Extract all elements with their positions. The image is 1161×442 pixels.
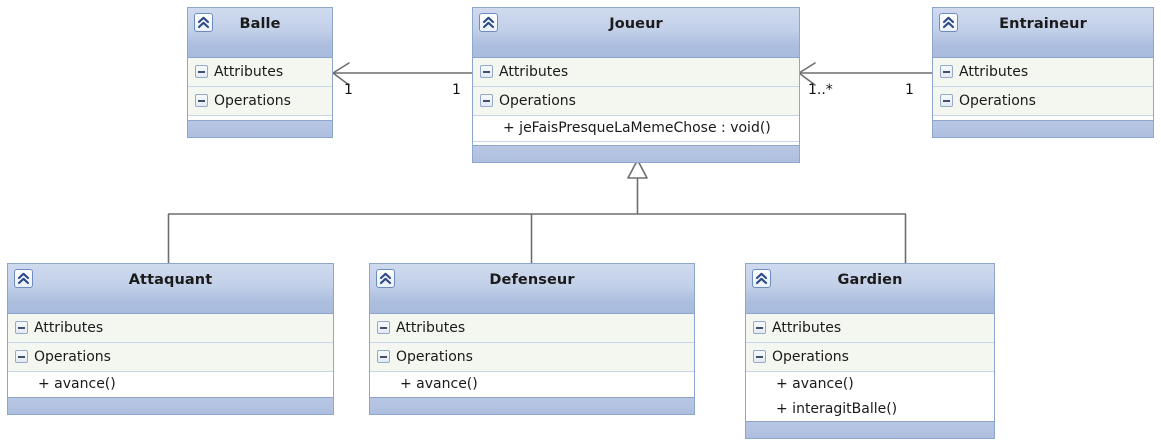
multiplicity-entraineur-side: 1: [905, 82, 914, 98]
class-chevron-icon: [194, 13, 213, 32]
class-header-attaquant: Attaquant: [8, 264, 333, 314]
operations-label: Operations: [34, 349, 111, 365]
collapse-minus-icon[interactable]: [377, 350, 390, 363]
operation-item[interactable]: + interagitBalle(): [746, 397, 994, 422]
class-chevron-icon: [376, 269, 395, 288]
class-chevron-icon: [752, 269, 771, 288]
collapse-minus-icon[interactable]: [480, 65, 493, 78]
operation-item[interactable]: + avance(): [8, 372, 333, 397]
operation-list-gardien: + avance() + interagitBalle(): [746, 372, 994, 423]
attributes-label: Attributes: [34, 320, 104, 336]
class-box-entraineur[interactable]: Entraineur Attributes Operations: [932, 7, 1154, 138]
class-footer-defenseur: [370, 397, 694, 414]
compartment-operations-entraineur[interactable]: Operations: [933, 87, 1153, 116]
class-box-joueur[interactable]: Joueur Attributes Operations + jeFaisPre…: [472, 7, 800, 163]
class-box-defenseur[interactable]: Defenseur Attributes Operations + avance…: [369, 263, 695, 415]
class-chevron-icon: [939, 13, 958, 32]
class-footer-entraineur: [933, 120, 1153, 137]
class-chevron-icon: [479, 13, 498, 32]
operations-label: Operations: [772, 349, 849, 365]
class-name-entraineur: Entraineur: [999, 16, 1087, 32]
class-box-gardien[interactable]: Gardien Attributes Operations + avance()…: [745, 263, 995, 439]
multiplicity-joueur-left-side: 1: [452, 82, 461, 98]
class-header-entraineur: Entraineur: [933, 8, 1153, 58]
compartment-operations-attaquant[interactable]: Operations: [8, 343, 333, 372]
class-name-balle: Balle: [239, 16, 281, 32]
compartment-attributes-joueur[interactable]: Attributes: [473, 58, 799, 87]
class-name-attaquant: Attaquant: [128, 272, 213, 288]
compartment-operations-defenseur[interactable]: Operations: [370, 343, 694, 372]
generalization-tree[interactable]: [167, 159, 907, 263]
operations-label: Operations: [959, 93, 1036, 109]
class-chevron-icon: [14, 269, 33, 288]
class-header-gardien: Gardien: [746, 264, 994, 314]
class-footer-balle: [188, 120, 332, 137]
compartment-attributes-defenseur[interactable]: Attributes: [370, 314, 694, 343]
multiplicity-joueur-right-side: 1..*: [808, 82, 833, 98]
operation-item[interactable]: + jeFaisPresqueLaMemeChose : void(): [473, 116, 799, 141]
collapse-minus-icon[interactable]: [15, 350, 28, 363]
collapse-minus-icon[interactable]: [753, 321, 766, 334]
class-footer-gardien: [746, 421, 994, 438]
operations-label: Operations: [214, 93, 291, 109]
collapse-minus-icon[interactable]: [195, 65, 208, 78]
class-header-defenseur: Defenseur: [370, 264, 694, 314]
operation-item[interactable]: + avance(): [370, 372, 694, 397]
attributes-label: Attributes: [499, 64, 569, 80]
class-box-balle[interactable]: Balle Attributes Operations: [187, 7, 333, 138]
compartment-operations-joueur[interactable]: Operations: [473, 87, 799, 116]
association-joueur-balle[interactable]: [332, 62, 472, 86]
class-name-joueur: Joueur: [609, 16, 663, 32]
class-name-gardien: Gardien: [837, 272, 903, 288]
collapse-minus-icon[interactable]: [195, 94, 208, 107]
class-box-attaquant[interactable]: Attaquant Attributes Operations + avance…: [7, 263, 334, 415]
collapse-minus-icon[interactable]: [15, 321, 28, 334]
collapse-minus-icon[interactable]: [377, 321, 390, 334]
operations-label: Operations: [396, 349, 473, 365]
collapse-minus-icon[interactable]: [940, 65, 953, 78]
class-header-balle: Balle: [188, 8, 332, 58]
attributes-label: Attributes: [959, 64, 1029, 80]
attributes-label: Attributes: [396, 320, 466, 336]
collapse-minus-icon[interactable]: [480, 94, 493, 107]
class-name-defenseur: Defenseur: [489, 272, 575, 288]
operation-list-joueur: + jeFaisPresqueLaMemeChose : void(): [473, 116, 799, 142]
compartment-operations-balle[interactable]: Operations: [188, 87, 332, 116]
attributes-label: Attributes: [214, 64, 284, 80]
operation-list-defenseur: + avance(): [370, 372, 694, 398]
class-header-joueur: Joueur: [473, 8, 799, 58]
compartment-attributes-balle[interactable]: Attributes: [188, 58, 332, 87]
attributes-label: Attributes: [772, 320, 842, 336]
collapse-minus-icon[interactable]: [753, 350, 766, 363]
compartment-attributes-entraineur[interactable]: Attributes: [933, 58, 1153, 87]
operation-list-attaquant: + avance(): [8, 372, 333, 398]
collapse-minus-icon[interactable]: [940, 94, 953, 107]
class-footer-attaquant: [8, 397, 333, 414]
compartment-attributes-gardien[interactable]: Attributes: [746, 314, 994, 343]
operations-label: Operations: [499, 93, 576, 109]
compartment-attributes-attaquant[interactable]: Attributes: [8, 314, 333, 343]
operation-item[interactable]: + avance(): [746, 372, 994, 397]
class-footer-joueur: [473, 145, 799, 162]
multiplicity-balle-side: 1: [344, 82, 353, 98]
compartment-operations-gardien[interactable]: Operations: [746, 343, 994, 372]
